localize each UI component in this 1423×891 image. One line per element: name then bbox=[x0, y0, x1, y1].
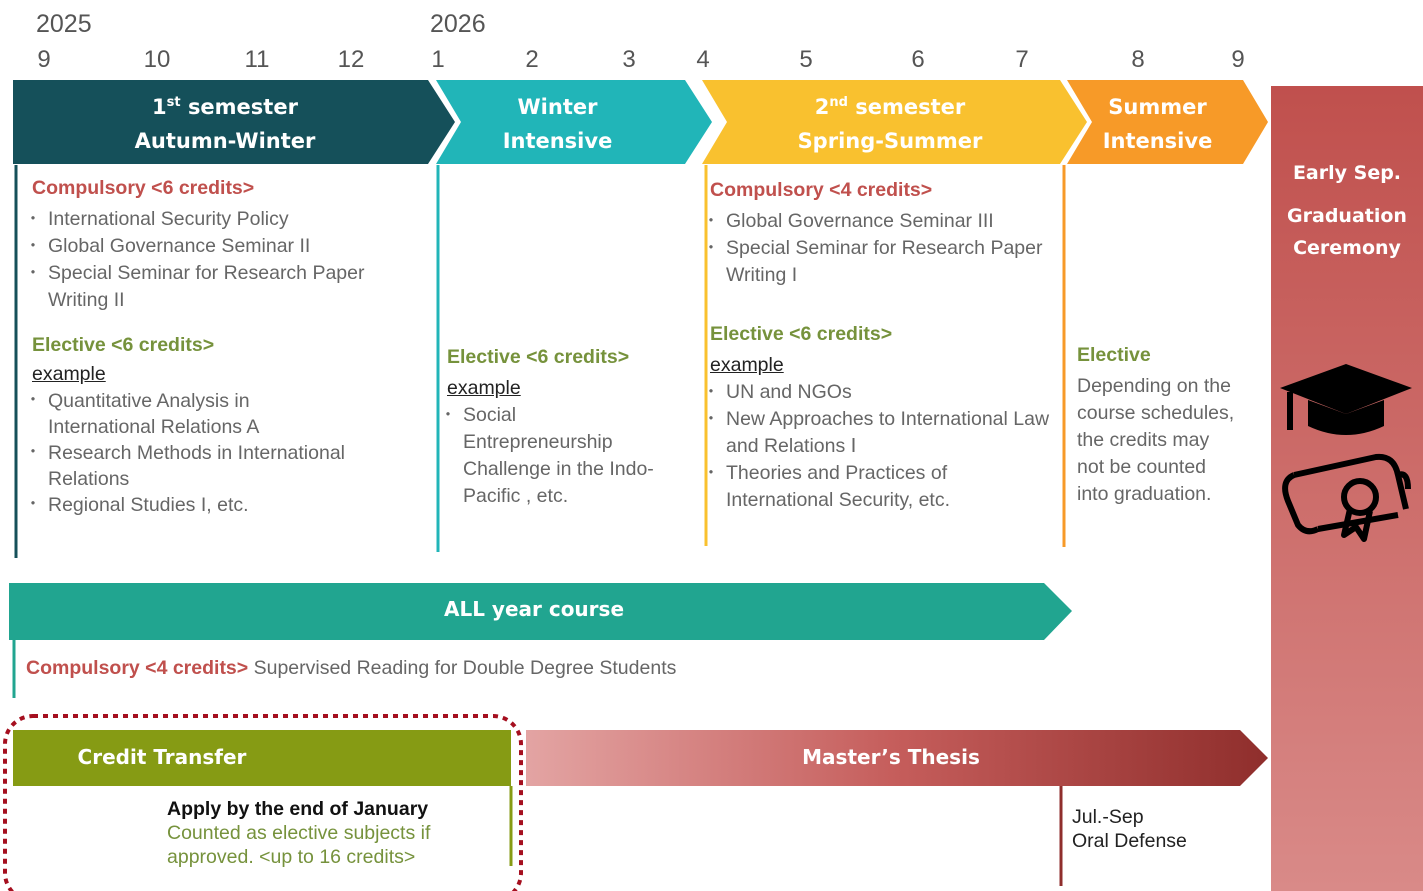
course-item: Global Governance Seminar II bbox=[25, 233, 432, 260]
course-item: Regional Studies I, etc. bbox=[25, 492, 432, 518]
winter-column: Elective <6 credits> example Social Entr… bbox=[440, 344, 697, 510]
autumn-column: Compulsory <6 credits> International Sec… bbox=[25, 175, 432, 518]
course-item: UN and NGOs bbox=[703, 379, 1065, 406]
month-label: 4 bbox=[696, 46, 710, 73]
course-item: Special Seminar for Research Paper Writi… bbox=[25, 260, 378, 314]
autumn-elective-heading: Elective <6 credits> bbox=[32, 334, 215, 356]
autumn-example-label: example bbox=[32, 363, 106, 385]
month-label: 8 bbox=[1131, 46, 1145, 73]
spring-compulsory-heading: Compulsory <4 credits> bbox=[710, 179, 933, 201]
course-item: Research Methods in International Relati… bbox=[25, 440, 428, 492]
course-item: Theories and Practices of International … bbox=[703, 460, 1026, 514]
course-item: New Approaches to International Law and … bbox=[703, 406, 1071, 460]
all-year-compulsory-heading: Compulsory <4 credits> bbox=[26, 657, 249, 679]
phase-arrow-summer bbox=[1067, 80, 1268, 164]
credit-transfer-deadline: Apply by the end of January bbox=[167, 798, 429, 820]
month-label: 7 bbox=[1015, 46, 1029, 73]
credit-transfer-outline bbox=[3, 714, 523, 891]
year-label: 2025 bbox=[36, 10, 92, 38]
month-label: 5 bbox=[799, 46, 813, 73]
credit-transfer-text: Apply by the end of January Counted as e… bbox=[167, 797, 430, 869]
diploma-icon bbox=[1282, 453, 1411, 542]
spring-elective-heading: Elective <6 credits> bbox=[710, 323, 893, 345]
month-label: 9 bbox=[1231, 46, 1245, 73]
month-label: 11 bbox=[244, 46, 270, 73]
phase-arrow-winter bbox=[436, 80, 712, 164]
winter-example-label: example bbox=[447, 377, 521, 399]
course-item: Quantitative Analysis in International R… bbox=[25, 388, 338, 440]
course-item: International Security Policy bbox=[25, 206, 432, 233]
course-item: Special Seminar for Research Paper Writi… bbox=[703, 235, 1056, 289]
summer-elective-heading: Elective bbox=[1077, 344, 1151, 366]
all-year-course: Compulsory <4 credits> Supervised Readin… bbox=[26, 657, 676, 680]
graduation-cap-icon bbox=[1280, 364, 1412, 435]
phase-title-summer: Summer Intensive bbox=[1102, 95, 1213, 153]
year-label: 2026 bbox=[430, 10, 486, 38]
all-year-label: ALL year course bbox=[443, 597, 625, 621]
winter-elective-heading: Elective <6 credits> bbox=[447, 346, 630, 368]
oral-defense-text: Jul.-Sep Oral Defense bbox=[1072, 805, 1187, 853]
all-year-arrow bbox=[9, 583, 1072, 640]
thesis-label: Master’s Thesis bbox=[802, 745, 980, 769]
month-label: 12 bbox=[337, 46, 365, 73]
credit-transfer-bar bbox=[13, 730, 511, 786]
graduation-date: Early Sep. bbox=[1292, 162, 1402, 184]
summer-note: Depending on the course schedules, the c… bbox=[1077, 375, 1235, 505]
month-label: 6 bbox=[911, 46, 925, 73]
all-year-course-name: Supervised Reading for Double Degree Stu… bbox=[253, 657, 677, 679]
credit-transfer-note-line: approved. <up to 16 credits> bbox=[167, 846, 416, 868]
course-item: Global Governance Seminar III bbox=[703, 208, 1065, 235]
summer-column: Elective Depending on the course schedul… bbox=[1077, 342, 1237, 508]
credit-transfer-note-line: Counted as elective subjects if bbox=[167, 822, 431, 844]
thesis-arrow bbox=[526, 730, 1268, 786]
month-label: 10 bbox=[143, 46, 171, 73]
phase-title-spring: 2nd semester Spring-Summer bbox=[797, 95, 983, 153]
phase-arrow-autumn bbox=[13, 80, 455, 164]
month-label: 2 bbox=[525, 46, 539, 73]
oral-defense-period: Jul.-Sep bbox=[1072, 806, 1144, 828]
spring-example-label: example bbox=[710, 354, 784, 376]
graduation-title: Graduation Ceremony bbox=[1287, 205, 1407, 259]
oral-defense-label: Oral Defense bbox=[1072, 830, 1187, 852]
spring-column: Compulsory <4 credits> Global Governance… bbox=[703, 177, 1065, 514]
course-item: Social Entrepreneurship Challenge in the… bbox=[440, 402, 663, 510]
phase-title-winter: Winter Intensive bbox=[502, 95, 613, 153]
month-label: 9 bbox=[37, 46, 51, 73]
month-label: 1 bbox=[431, 46, 445, 73]
phase-arrow-spring bbox=[702, 80, 1087, 164]
phase-title-autumn: 1st semester Autumn-Winter bbox=[134, 95, 316, 153]
autumn-compulsory-heading: Compulsory <6 credits> bbox=[32, 177, 255, 199]
month-label: 3 bbox=[622, 46, 636, 73]
credit-transfer-label: Credit Transfer bbox=[77, 745, 247, 769]
